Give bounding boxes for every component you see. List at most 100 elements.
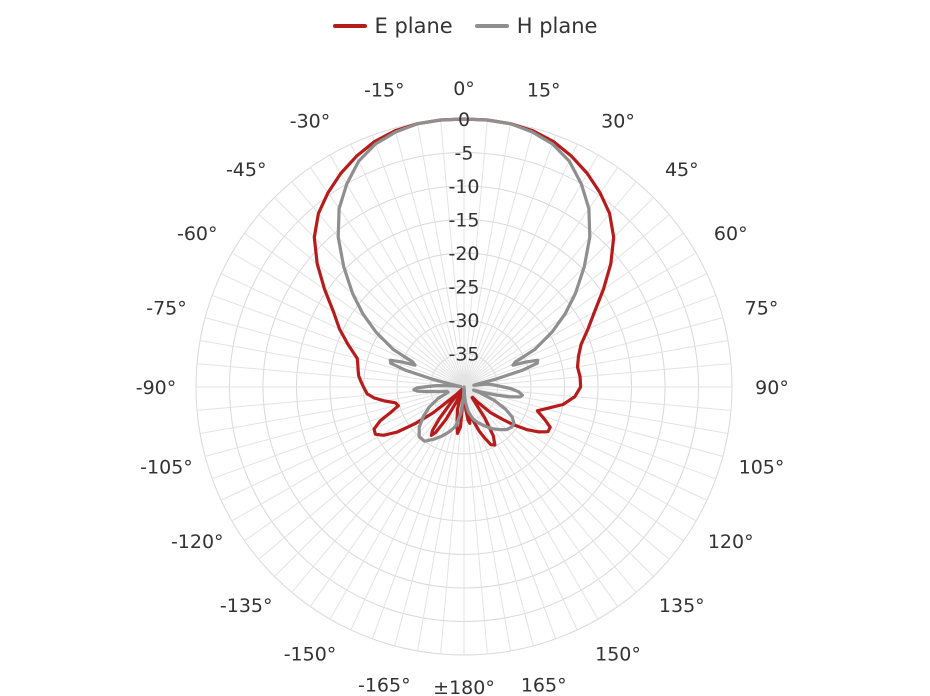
radial-tick-label: 0 xyxy=(458,109,470,131)
grid-spoke xyxy=(463,386,729,435)
grid-spoke xyxy=(211,386,465,480)
angle-tick-label: 105° xyxy=(739,457,785,479)
grid-spoke xyxy=(205,386,465,457)
grid-spoke xyxy=(463,252,697,388)
grid-spoke xyxy=(463,386,654,577)
angle-tick-label: -90° xyxy=(136,377,177,399)
grid-spoke xyxy=(463,128,534,388)
grid-spoke xyxy=(199,386,465,435)
angle-tick-label: -105° xyxy=(140,457,193,479)
radial-tick-label: -30 xyxy=(448,310,479,332)
grid-spoke xyxy=(463,386,717,480)
legend-label-h-plane: H plane xyxy=(516,14,598,38)
angle-tick-label: -120° xyxy=(171,531,224,553)
grid-spoke xyxy=(463,386,534,646)
grid-spoke xyxy=(463,119,488,388)
grid-spoke xyxy=(463,386,512,652)
angle-tick-label: 165° xyxy=(521,675,567,696)
grid-spoke xyxy=(463,167,619,388)
angle-tick-label: 120° xyxy=(708,531,754,553)
angle-tick-label: 90° xyxy=(755,377,789,399)
grid-spoke xyxy=(371,134,465,388)
grid-spoke xyxy=(463,214,670,388)
grid-spoke xyxy=(440,119,465,388)
legend-item-e-plane[interactable]: E plane xyxy=(332,14,453,38)
grid-spoke xyxy=(196,363,465,388)
grid-spoke xyxy=(220,386,465,501)
grid-spoke xyxy=(220,273,465,388)
radial-tick-label: -10 xyxy=(448,176,479,198)
grid-spoke xyxy=(463,134,557,388)
grid-spoke xyxy=(463,386,708,501)
angle-tick-label: 150° xyxy=(595,644,641,666)
angle-tick-label: -45° xyxy=(226,159,267,181)
grid-spoke xyxy=(371,386,465,640)
grid-spoke xyxy=(463,197,654,388)
grid-spoke xyxy=(211,294,465,388)
angle-tick-label: -135° xyxy=(220,595,273,617)
grid-spoke xyxy=(463,386,723,457)
angle-tick-label: -15° xyxy=(364,79,405,101)
angle-tick-label: 15° xyxy=(527,79,561,101)
grid-spoke xyxy=(463,386,488,655)
angle-tick-label: -150° xyxy=(284,644,337,666)
radial-tick-label: -25 xyxy=(448,277,479,299)
angle-tick-label: ±180° xyxy=(433,677,495,696)
radial-tick-label: -35 xyxy=(448,344,479,366)
radial-tick-label: -5 xyxy=(455,143,474,165)
grid-spoke xyxy=(231,252,465,388)
legend-label-e-plane: E plane xyxy=(374,14,453,38)
grid-spoke xyxy=(463,386,697,522)
angle-tick-label: -75° xyxy=(146,297,187,319)
grid-spoke xyxy=(463,363,732,388)
series-layer xyxy=(312,117,616,447)
grid-spoke xyxy=(309,386,465,607)
angle-tick-label: 30° xyxy=(601,110,635,132)
grid-spoke xyxy=(329,154,465,388)
angle-tick-label: -30° xyxy=(290,110,331,132)
grid-spoke xyxy=(291,181,465,388)
grid-spoke xyxy=(291,386,465,593)
grid-spoke xyxy=(463,122,512,388)
grid-spoke xyxy=(274,197,465,388)
angle-tick-label: 135° xyxy=(659,595,705,617)
grid-spoke xyxy=(350,386,465,631)
grid-spoke xyxy=(463,386,637,593)
grid-spoke xyxy=(274,386,465,577)
grid-spoke xyxy=(463,339,729,388)
radial-tick-label: -15 xyxy=(448,210,479,232)
angle-tick-label: 45° xyxy=(665,159,699,181)
label-layer: 0 -5 -10 -15 -20 -25 -30 -35 0° 15° 30° 45° 60° 75° 90… xyxy=(136,78,789,696)
grid-spoke xyxy=(463,181,637,388)
angle-tick-label: 0° xyxy=(453,78,475,100)
angle-tick-label: 75° xyxy=(745,297,779,319)
grid-spoke xyxy=(244,232,465,388)
legend-swatch-h-plane xyxy=(474,24,509,28)
grid-spoke xyxy=(416,122,465,388)
legend-item-h-plane[interactable]: H plane xyxy=(474,14,598,38)
grid-spoke xyxy=(463,232,684,388)
grid-spoke xyxy=(463,273,708,388)
angle-tick-label: -60° xyxy=(177,223,218,245)
legend-swatch-e-plane xyxy=(332,24,367,28)
grid-spoke xyxy=(463,386,684,542)
angle-tick-label: -165° xyxy=(358,675,411,696)
grid-spoke xyxy=(394,386,465,646)
grid-spoke xyxy=(463,386,557,640)
grid-spoke xyxy=(309,167,465,388)
grid-spoke xyxy=(463,386,619,607)
grid-spoke xyxy=(463,154,599,388)
grid-spoke xyxy=(463,386,732,411)
legend: E plane H plane xyxy=(0,14,930,38)
grid-spoke xyxy=(463,294,717,388)
grid-spoke xyxy=(394,128,465,388)
grid-spoke xyxy=(199,339,465,388)
radial-tick-label: -20 xyxy=(448,243,479,265)
grid-spoke xyxy=(258,214,465,388)
grid-spoke xyxy=(350,143,465,388)
grid-spoke xyxy=(463,386,578,631)
angle-tick-label: 60° xyxy=(714,223,748,245)
series-line-h-plane xyxy=(336,117,592,443)
grid-spoke xyxy=(463,143,578,388)
